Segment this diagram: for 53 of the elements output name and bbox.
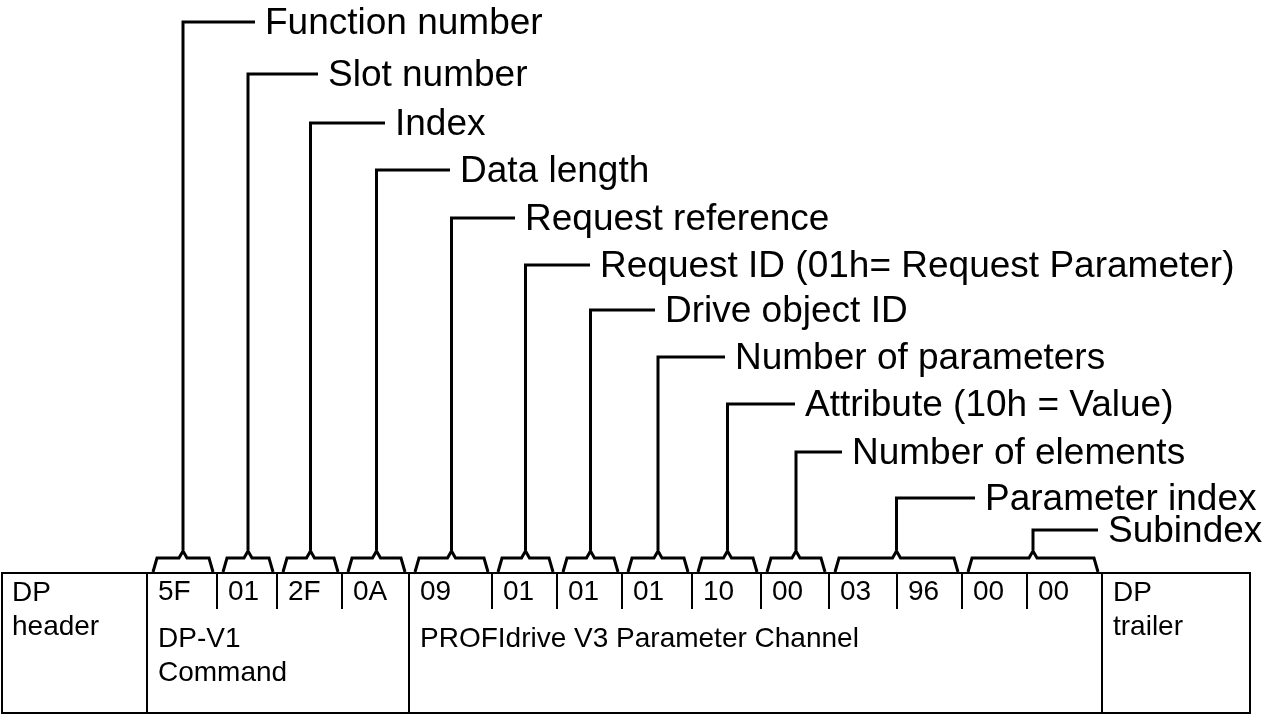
bracket [347,550,406,572]
hex-byte-field: 10 [693,573,762,609]
hex-byte-field: 01 [218,573,278,609]
bracket [222,550,274,572]
callout-label: Attribute (10h = Value) [795,384,1174,424]
leader-line [656,355,725,550]
section-title: DP-V1 Command [158,621,289,689]
bracket [497,550,554,572]
leader-line [375,168,450,550]
bracket [414,550,489,572]
callout-label: Index [385,103,486,143]
hex-byte-field: 00 [963,573,1028,609]
bracket [627,550,689,572]
callout-label: Slot number [318,54,528,94]
leader-line [309,121,385,550]
leader-line [895,496,975,550]
leader-line [589,308,655,550]
frame-end-field: DP header [2,573,148,713]
hex-byte-field: 01 [623,573,693,609]
callout-label: Data length [450,150,650,190]
leader-line [1031,528,1098,550]
hex-byte-field: 96 [898,573,963,609]
section-title: PROFIdrive V3 Parameter Channel [420,621,860,655]
bracket [562,550,619,572]
hex-byte-field: 2F [278,573,343,609]
hex-byte-field: 09 [410,573,493,609]
leader-line [246,72,318,550]
callout-label: Drive object ID [655,290,908,330]
frame-end-field: DP trailer [1103,573,1250,713]
bracket [152,550,214,572]
bracket [766,550,826,572]
leader-line [794,450,842,550]
hex-byte-field: 03 [830,573,898,609]
bracket [834,550,959,572]
bracket [967,550,1099,572]
leader-line [524,263,590,550]
hex-byte-field: 00 [762,573,830,609]
callout-label: Number of parameters [725,337,1106,377]
leader-line [450,216,515,550]
callout-label: Request ID (01h= Request Parameter) [590,245,1235,285]
callout-label: Request reference [515,198,830,238]
bracket [282,550,339,572]
bracket [697,550,758,572]
callout-label: Subindex [1098,510,1263,550]
hex-byte-field: 01 [558,573,623,609]
hex-byte-field: 00 [1028,573,1103,609]
callout-label: Function number [255,2,543,42]
hex-byte-field: 5F [148,573,218,609]
hex-byte-field: 01 [493,573,558,609]
leader-line [181,20,255,550]
leader-line [726,402,795,550]
callout-label: Number of elements [842,432,1186,472]
hex-byte-field: 0A [343,573,410,609]
